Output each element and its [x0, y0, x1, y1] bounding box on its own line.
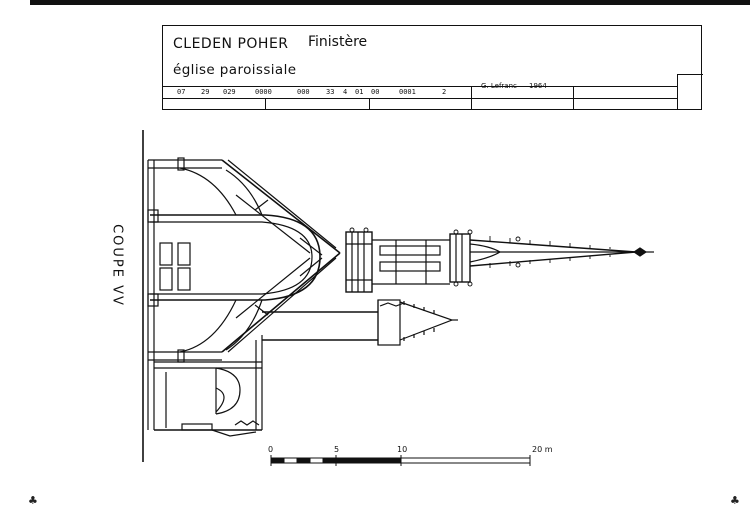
title-block-divider: [265, 98, 266, 110]
inventory-code: 00: [371, 88, 380, 96]
inventory-code: 0000: [255, 88, 272, 96]
title-block-divider: [677, 74, 678, 110]
scale-bar: [270, 455, 531, 466]
spire-crockets: [349, 227, 611, 287]
scale-label-0: 0: [268, 445, 274, 454]
department-name: Finistère: [308, 34, 368, 50]
inventory-code: 29: [201, 88, 210, 96]
annex-section: [154, 335, 263, 437]
inventory-code: 0001: [399, 88, 416, 96]
title-block-divider: [163, 98, 677, 99]
nave-section: [147, 157, 341, 430]
inventory-code: 01: [355, 88, 364, 96]
drawing-year: 1964: [529, 82, 547, 90]
title-block-divider: [677, 74, 703, 75]
drafter-name: G. Lefranc: [481, 82, 517, 90]
scale-label-10: 10: [397, 445, 408, 454]
title-block-divider: [573, 86, 574, 110]
inventory-code: 029: [223, 88, 236, 96]
tower-section: [262, 231, 654, 345]
inventory-code: 4: [343, 88, 348, 96]
scale-label-20m: 20 m: [532, 445, 553, 454]
inventory-code: 33: [326, 88, 335, 96]
commune-name: CLEDEN POHER: [173, 36, 289, 52]
registration-mark-icon: ♣: [28, 494, 38, 507]
sheet-top-border: [30, 0, 750, 5]
turret-spire: [377, 299, 458, 346]
inventory-code: 07: [177, 88, 186, 96]
title-block: CLEDEN POHER Finistère église paroissial…: [162, 25, 703, 110]
scale-label-5: 5: [334, 445, 340, 454]
title-block-divider: [163, 86, 677, 87]
title-block-divider: [369, 98, 370, 110]
registration-mark-icon: ♣: [730, 494, 740, 507]
title-block-divider: [471, 86, 472, 110]
inventory-code: 000: [297, 88, 310, 96]
building-name: église paroissiale: [173, 62, 297, 78]
inventory-code: 2: [442, 88, 447, 96]
